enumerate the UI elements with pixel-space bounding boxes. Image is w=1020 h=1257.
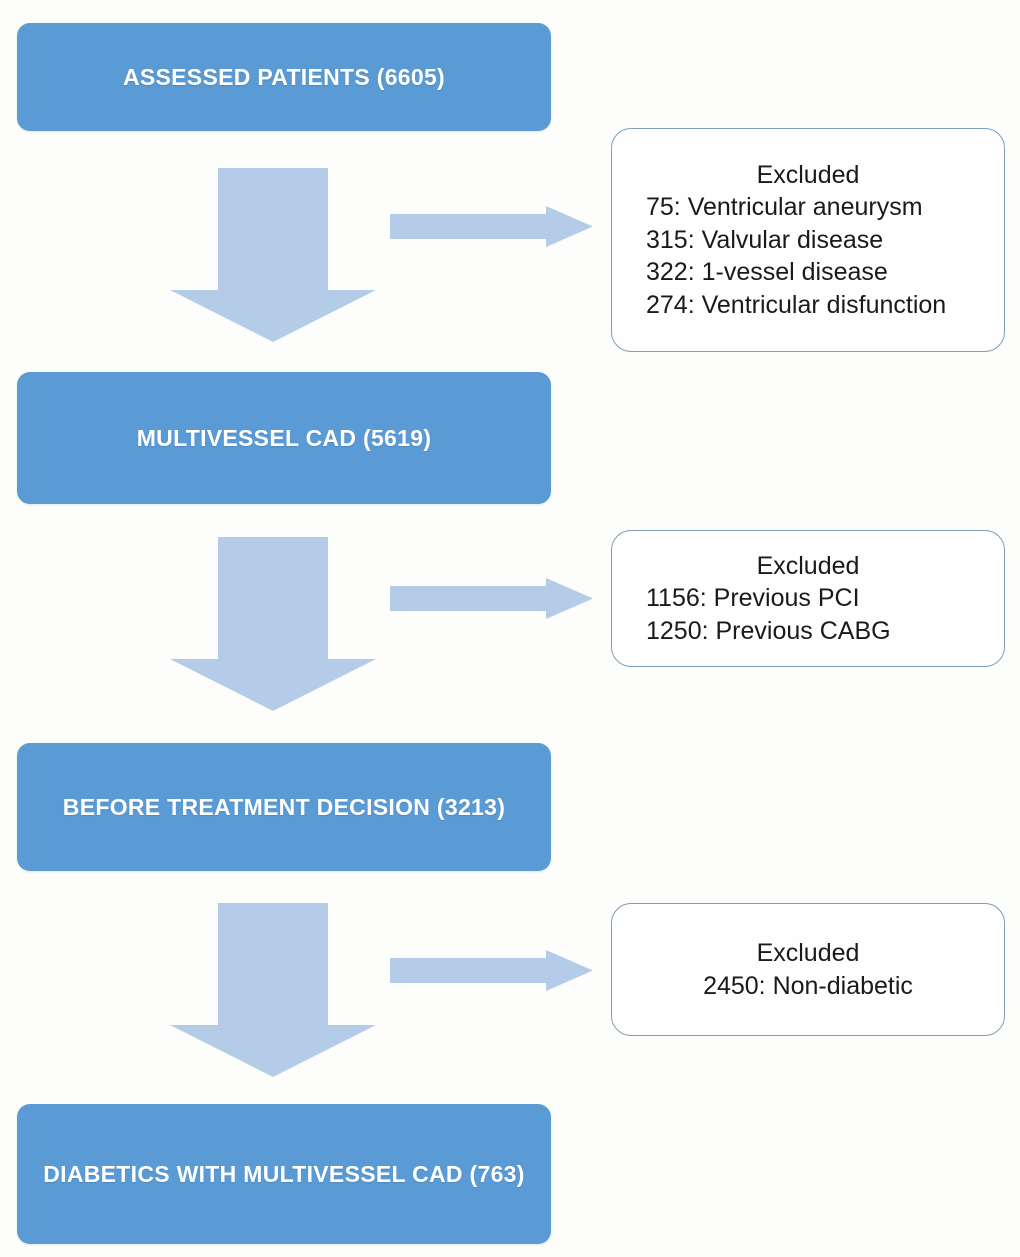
excluded-item: 2450: Non-diabetic — [703, 971, 913, 1000]
excluded-title-1: Excluded — [756, 160, 860, 189]
excluded-item: 1250: Previous CABG — [646, 616, 891, 645]
arrow-down-block-icon-1 — [170, 168, 376, 342]
stage-label-assessed: ASSESSED PATIENTS (6605) — [122, 63, 446, 90]
stage-label-multivessel: MULTIVESSEL CAD (5619) — [136, 424, 432, 451]
excluded-list-3: 2450: Non-diabetic — [703, 970, 913, 1003]
excluded-list-2: 1156: Previous PCI 1250: Previous CABG — [646, 582, 891, 647]
arrow-right-block-icon-1 — [390, 206, 593, 247]
arrow-right-block-icon-3 — [390, 950, 593, 991]
stage-label-before-decision: BEFORE TREATMENT DECISION (3213) — [62, 793, 506, 820]
stage-box-multivessel: MULTIVESSEL CAD (5619) — [17, 372, 551, 504]
stage-label-diabetics: DIABETICS WITH MULTIVESSEL CAD (763) — [43, 1160, 525, 1187]
arrow-down-block-icon-2 — [170, 537, 376, 711]
excluded-list-1: 75: Ventricular aneurysm 315: Valvular d… — [646, 191, 946, 321]
stage-box-assessed: ASSESSED PATIENTS (6605) — [17, 23, 551, 131]
stage-box-diabetics: DIABETICS WITH MULTIVESSEL CAD (763) — [17, 1104, 551, 1244]
excluded-item: 315: Valvular disease — [646, 225, 884, 254]
excluded-box-3: Excluded 2450: Non-diabetic — [611, 903, 1005, 1036]
excluded-box-1: Excluded 75: Ventricular aneurysm 315: V… — [611, 128, 1005, 352]
excluded-item: 322: 1-vessel disease — [646, 258, 888, 287]
arrow-right-block-icon-2 — [390, 578, 593, 619]
excluded-title-2: Excluded — [756, 551, 860, 580]
stage-box-before-decision: BEFORE TREATMENT DECISION (3213) — [17, 743, 551, 871]
excluded-box-2: Excluded 1156: Previous PCI 1250: Previo… — [611, 530, 1005, 667]
excluded-item: 1156: Previous PCI — [646, 584, 860, 613]
excluded-item: 75: Ventricular aneurysm — [646, 193, 923, 222]
excluded-item: 274: Ventricular disfunction — [646, 290, 947, 319]
excluded-title-3: Excluded — [756, 939, 860, 967]
arrow-down-block-icon-3 — [170, 903, 376, 1077]
